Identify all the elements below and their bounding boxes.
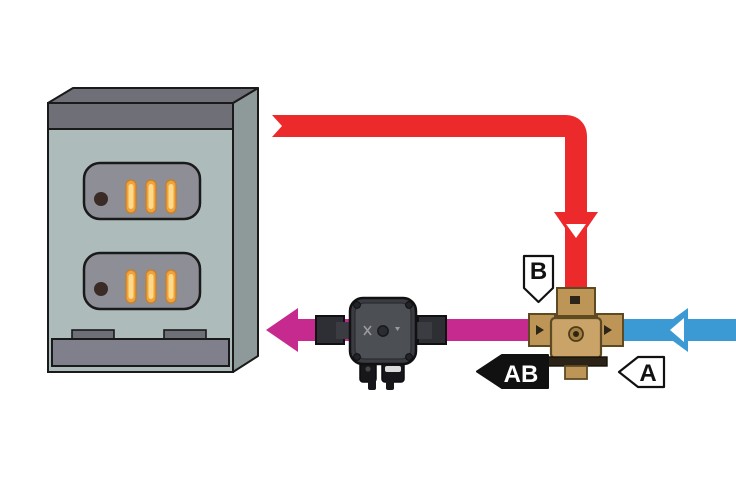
marker-port-a: A bbox=[617, 355, 666, 389]
pump-center-hub bbox=[377, 325, 389, 337]
pump-brand-mark bbox=[363, 325, 372, 336]
base-bracket-right bbox=[163, 329, 207, 340]
valve-bonnet-marking bbox=[570, 296, 580, 304]
marker-port-b: B bbox=[522, 254, 555, 304]
marker-port-ab: AB bbox=[476, 354, 549, 389]
marker-port-ab-label: AB bbox=[504, 361, 539, 388]
pipe-cold-return bbox=[608, 308, 736, 352]
sight-glass-lower bbox=[94, 282, 108, 296]
marker-port-b-label: B bbox=[530, 258, 547, 285]
burner-window-upper bbox=[82, 161, 202, 221]
three-way-mixing-valve bbox=[528, 287, 624, 380]
valve-stem bbox=[564, 365, 588, 380]
pump-junction-box bbox=[359, 361, 405, 390]
base-bracket-left bbox=[71, 329, 115, 340]
valve-bonnet bbox=[556, 287, 596, 317]
sight-glass-upper bbox=[94, 192, 108, 206]
circulator-pump bbox=[315, 296, 447, 390]
marker-port-a-label: A bbox=[639, 360, 656, 387]
burner-window-lower bbox=[82, 251, 202, 311]
valve-bottom-flange bbox=[544, 356, 608, 367]
cabinet-base-bar bbox=[51, 338, 230, 367]
pipe-hot-supply bbox=[272, 115, 598, 300]
boiler-cabinet bbox=[47, 87, 259, 373]
